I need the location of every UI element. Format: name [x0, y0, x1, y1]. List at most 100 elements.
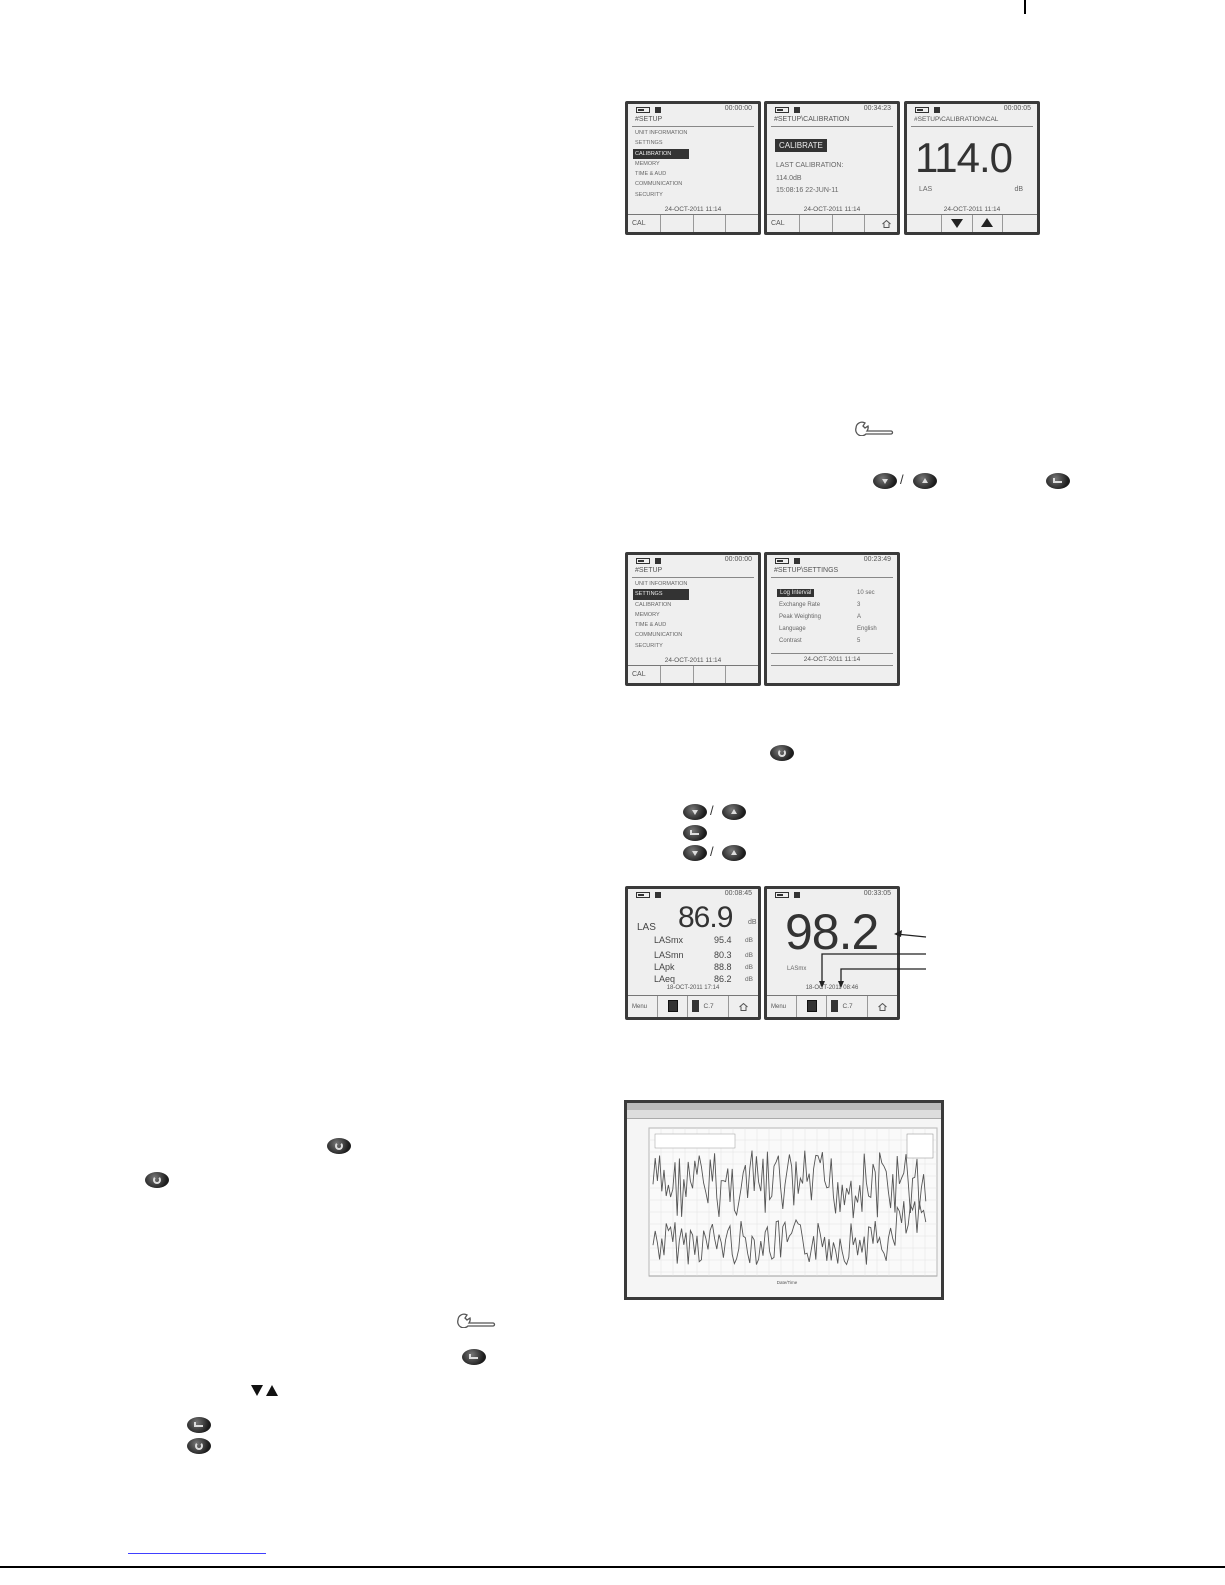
row-label: LASmn: [654, 950, 684, 960]
date-time: 18-OCT-2011 08:46: [805, 985, 859, 991]
softkey-blank[interactable]: [694, 215, 727, 232]
date-time: 24-OCT-2011 11:14: [803, 206, 861, 213]
setting-label[interactable]: Exchange Rate: [779, 602, 821, 608]
softkey-blank[interactable]: [800, 215, 833, 232]
softkey-blank[interactable]: [907, 215, 942, 232]
enter-key-icon: [462, 1349, 486, 1365]
menu-item[interactable]: TIME & AUD: [635, 171, 667, 178]
channel-icon: [830, 1000, 838, 1012]
row-label: LASmx: [654, 935, 684, 945]
lcd-screen-setup-settings: 00:00:00 #SETUP UNIT INFORMATION SETTING…: [625, 552, 761, 686]
divider: [771, 653, 893, 654]
softkey-home[interactable]: [865, 215, 897, 232]
menu-item[interactable]: UNIT INFORMATION: [635, 581, 688, 587]
softkey-blank[interactable]: [726, 666, 758, 683]
softkey-bar: [907, 214, 1037, 232]
setting-label[interactable]: Contrast: [779, 638, 802, 644]
softkey-cal[interactable]: CAL: [628, 215, 661, 232]
screen-title: #SETUP\CALIBRATION: [774, 116, 850, 123]
unit-label: dB: [1014, 186, 1023, 193]
main-reading: 98.2: [785, 904, 879, 960]
softkey-home[interactable]: [729, 996, 758, 1017]
lcd-screen-settings: 00:23:49 #SETUP\SETTINGS Log Interval 10…: [764, 552, 900, 686]
row-value: 86.2: [714, 974, 732, 984]
battery-icon: [775, 892, 789, 898]
lcd-screen-calibration-value: 00:00:05 #SETUP\CALIBRATION\CAL 114.0 LA…: [904, 101, 1040, 235]
softkey-cal[interactable]: CAL: [628, 666, 661, 683]
date-time: 24-OCT-2011 11:14: [664, 657, 722, 664]
setting-label-selected[interactable]: Log Interval: [777, 589, 815, 597]
wrench-icon: [855, 421, 894, 436]
softkey-up[interactable]: [973, 215, 1004, 232]
last-calibration-time: 15:08:16 22-JUN-11: [776, 187, 839, 194]
menu-item[interactable]: CALIBRATION: [635, 601, 672, 608]
record-icon: [794, 558, 800, 564]
divider: [771, 126, 893, 127]
channel-value: C.7: [703, 1003, 714, 1010]
battery-icon: [636, 558, 650, 564]
date-time: 24-OCT-2011 11:14: [664, 206, 722, 213]
enter-key-icon: [1046, 473, 1070, 489]
menu-item-selected[interactable]: CALIBRATION: [633, 148, 689, 159]
menu-item[interactable]: SECURITY: [635, 191, 663, 198]
battery-icon: [636, 107, 650, 113]
x-axis-label: Date/Time: [777, 1280, 798, 1285]
battery-icon: [915, 107, 929, 113]
footer-link-underline[interactable]: [128, 1553, 266, 1554]
calibration-reading: 114.0: [915, 134, 1013, 181]
softkey-record[interactable]: [797, 996, 827, 1017]
screen-title: #SETUP: [635, 116, 663, 123]
menu-item[interactable]: COMMUNICATION: [635, 632, 683, 639]
softkey-blank[interactable]: [661, 215, 694, 232]
softkey-home[interactable]: [868, 996, 897, 1017]
setting-label[interactable]: Language: [779, 626, 806, 632]
softkey-blank[interactable]: [694, 666, 727, 683]
softkey-bar: CAL: [628, 214, 758, 232]
menu-item[interactable]: MEMORY: [635, 611, 660, 618]
softkey-bar: Menu C.7: [767, 995, 897, 1017]
row-value: 80.3: [714, 950, 732, 960]
softkey-record[interactable]: [658, 996, 688, 1017]
softkey-menu[interactable]: Menu: [628, 996, 658, 1017]
menu-item[interactable]: TIME & AUD: [635, 622, 667, 629]
softkey-channel[interactable]: C.7: [827, 996, 869, 1017]
escape-key-icon: [327, 1138, 351, 1154]
softkey-blank[interactable]: [833, 215, 866, 232]
menu-item[interactable]: COMMUNICATION: [635, 181, 683, 188]
softkey-cal[interactable]: CAL: [767, 215, 800, 232]
status-bar: 00:23:49: [767, 555, 897, 567]
arrow-record: [819, 953, 926, 988]
menu-item-selected[interactable]: SETTINGS: [633, 589, 689, 600]
menu-item[interactable]: MEMORY: [635, 160, 660, 167]
screen-title: #SETUP\CALIBRATION\CAL: [914, 116, 999, 123]
last-calibration-value: 114.0dB: [776, 175, 802, 182]
menu-item[interactable]: SECURITY: [635, 642, 663, 649]
softkey-blank[interactable]: [661, 666, 694, 683]
title-bar: [627, 1103, 941, 1110]
softkey-blank[interactable]: [1003, 215, 1037, 232]
menu-item[interactable]: SETTINGS: [635, 140, 663, 147]
softkey-blank[interactable]: [726, 215, 758, 232]
calibrate-option[interactable]: CALIBRATE: [775, 139, 827, 152]
status-bar: 00:00:00: [628, 555, 758, 567]
divider: [632, 577, 754, 578]
screen-title: #SETUP: [635, 567, 663, 574]
enter-key-icon: [683, 825, 707, 841]
setting-label[interactable]: Peak Weighting: [779, 614, 821, 620]
clock: 00:34:23: [863, 105, 891, 112]
channel-icon: [691, 1000, 699, 1012]
setting-value: 10 sec: [857, 590, 875, 596]
softkey-bar: Menu C.7: [628, 995, 758, 1017]
softkey-down[interactable]: [942, 215, 973, 232]
softkey-channel[interactable]: C.7: [688, 996, 730, 1017]
clock: 00:00:00: [724, 105, 752, 112]
home-icon: [878, 1003, 888, 1011]
up-key-icon: [722, 804, 746, 820]
toolbar: [627, 1110, 941, 1119]
arrow-channel: [838, 968, 926, 988]
menu-item[interactable]: UNIT INFORMATION: [635, 130, 688, 136]
footer-rule: [0, 1566, 1225, 1568]
softkey-menu[interactable]: Menu: [767, 996, 797, 1017]
callout-arrows: [819, 930, 927, 988]
record-icon: [655, 892, 661, 898]
